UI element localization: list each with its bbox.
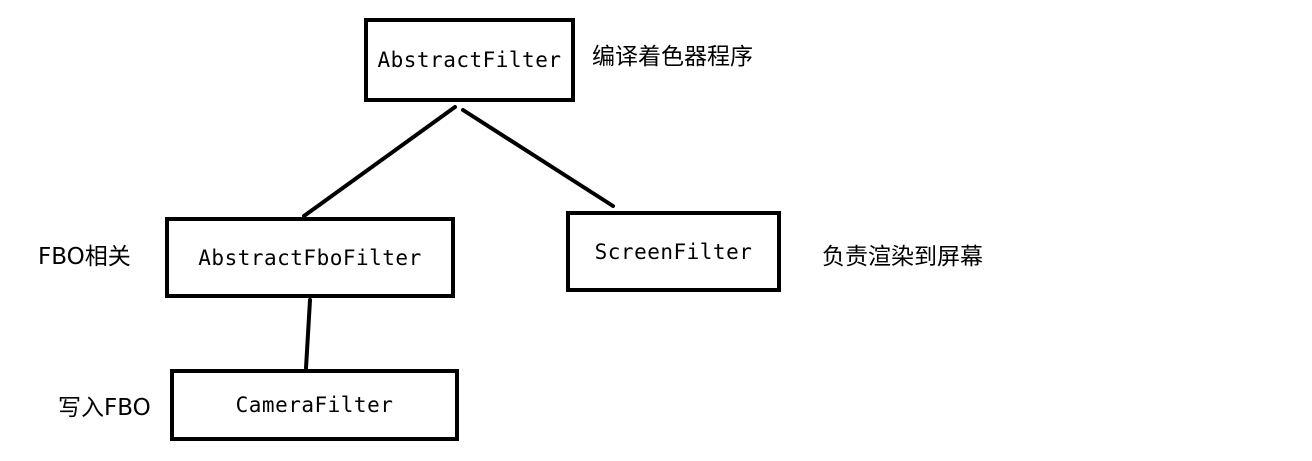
node-camera-filter-label: CameraFilter: [235, 393, 394, 417]
node-screen-filter: ScreenFilter: [566, 211, 781, 292]
node-camera-filter: CameraFilter: [170, 369, 459, 441]
edge-abstractfilter-to-screenfilter: [461, 108, 615, 208]
note-camera-filter: 写入FBO: [58, 395, 151, 421]
note-abstract-filter: 编译着色器程序: [592, 44, 753, 70]
note-abstract-fbo-filter: FBO相关: [38, 244, 131, 270]
node-abstract-filter-label: AbstractFilter: [377, 48, 562, 72]
node-screen-filter-label: ScreenFilter: [594, 239, 753, 264]
node-abstract-filter: AbstractFilter: [364, 18, 575, 102]
edge-abstractfilter-to-abstractfbofilter: [302, 105, 457, 218]
note-screen-filter: 负责渲染到屏幕: [822, 244, 983, 270]
node-abstract-fbo-filter-label: AbstractFboFilter: [198, 245, 422, 270]
node-abstract-fbo-filter: AbstractFboFilter: [165, 217, 455, 298]
edge-abstractfbofilter-to-camerafilter: [304, 298, 312, 370]
